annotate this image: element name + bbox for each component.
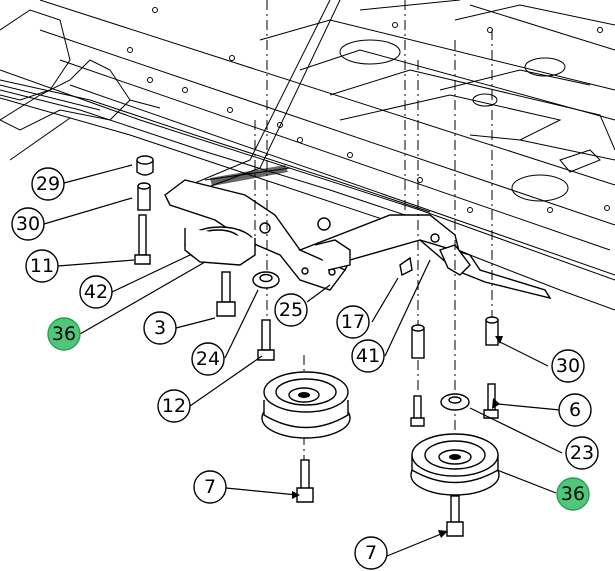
callout-label: 23 xyxy=(570,442,594,464)
callout-circle xyxy=(25,249,59,283)
callout-label: 30 xyxy=(556,355,580,377)
callout-7-left: 7 xyxy=(193,470,227,504)
callout-17: 17 xyxy=(336,305,370,339)
callout-circle xyxy=(274,293,308,327)
leader-lines xyxy=(43,164,563,557)
callout-label: 7 xyxy=(365,542,377,564)
callout-label: 6 xyxy=(569,399,581,421)
callout-3: 3 xyxy=(143,311,177,345)
pulley-left xyxy=(261,371,351,439)
callout-36-right: 36 xyxy=(556,477,590,511)
callout-circle xyxy=(565,436,599,470)
callout-circle xyxy=(193,470,227,504)
callout-30-right: 30 xyxy=(551,349,585,383)
callout-circle xyxy=(157,389,191,423)
callout-36-left: 36 xyxy=(47,317,81,351)
callout-25: 25 xyxy=(274,293,308,327)
callout-label: 17 xyxy=(341,311,365,333)
callout-label: 25 xyxy=(279,299,303,321)
drive-belt xyxy=(0,0,431,221)
callout-label: 42 xyxy=(84,281,108,303)
callout-41: 41 xyxy=(351,339,385,373)
callout-label: 41 xyxy=(356,345,380,367)
callout-11: 11 xyxy=(25,249,59,283)
callout-label: 11 xyxy=(30,255,54,277)
callout-circle xyxy=(551,349,585,383)
callout-42: 42 xyxy=(79,275,113,309)
callout-30-left: 30 xyxy=(11,207,45,241)
callout-circle xyxy=(79,275,113,309)
callout-circle xyxy=(47,317,81,351)
callout-label: 7 xyxy=(204,476,216,498)
callout-circle xyxy=(11,207,45,241)
callout-circle xyxy=(351,339,385,373)
callout-29: 29 xyxy=(31,167,65,201)
callout-7-right: 7 xyxy=(354,536,388,570)
callout-circle xyxy=(558,393,592,427)
left-hardware xyxy=(134,155,499,427)
callout-label: 36 xyxy=(52,323,76,345)
callout-circle xyxy=(354,536,388,570)
callout-circle xyxy=(143,311,177,345)
callout-label: 30 xyxy=(16,213,40,235)
callout-label: 3 xyxy=(154,317,166,339)
pulley-right xyxy=(410,433,500,496)
callout-6: 6 xyxy=(558,393,592,427)
callout-circle xyxy=(336,305,370,339)
callout-label: 36 xyxy=(561,483,585,505)
callout-circle xyxy=(191,342,225,376)
deck-frame xyxy=(0,0,615,311)
callout-24: 24 xyxy=(191,342,225,376)
bolt-bottom-left xyxy=(296,459,314,503)
callout-12: 12 xyxy=(157,389,191,423)
callout-label: 29 xyxy=(36,173,60,195)
callout-label: 12 xyxy=(162,395,186,417)
callout-23: 23 xyxy=(565,436,599,470)
callout-circle xyxy=(31,167,65,201)
callout-circle xyxy=(556,477,590,511)
callout-label: 24 xyxy=(196,348,220,370)
bolt-bottom-right xyxy=(446,495,464,537)
